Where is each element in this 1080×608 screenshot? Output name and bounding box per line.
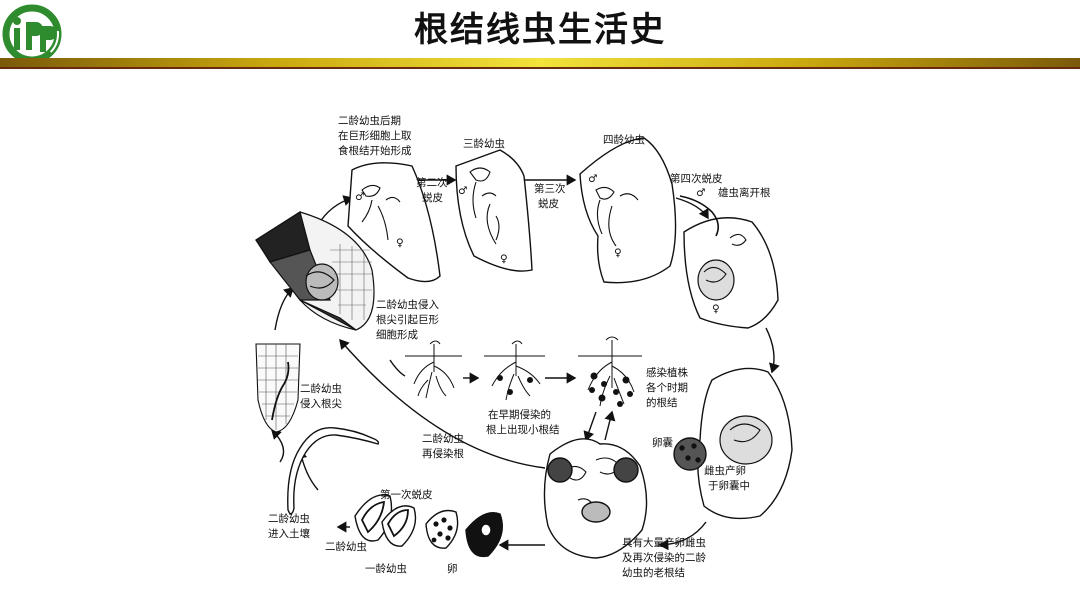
old-root-gall (543, 438, 648, 559)
gall-cell-female-egg-sac (673, 367, 793, 520)
female-symbol: ♀ (712, 303, 720, 315)
j2-in-soil (287, 426, 380, 515)
label-j1: 一龄幼虫 (365, 562, 407, 575)
male-symbol: ♂ (355, 191, 364, 203)
label-j2-soil: 二龄幼虫进入土壤 (268, 512, 310, 540)
title-divider-bar (0, 58, 1080, 67)
label-j3: 三龄幼虫 (463, 137, 505, 150)
female-symbol: ♀ (500, 253, 508, 265)
label-reinfect: 二龄幼虫再侵染根 (422, 432, 464, 460)
egg (465, 512, 503, 558)
label-male-leave: 雄虫离开根 (718, 186, 771, 199)
plant-early-roots (405, 340, 462, 399)
label-molt1: 第一次蜕皮 (380, 488, 433, 501)
plant-small-galls (484, 340, 545, 401)
label-early-infect: 在早期侵染的根上出现小根结 (486, 408, 560, 436)
label-j2-enter-tip: 二龄幼虫侵入根尖 (300, 382, 342, 410)
header: 根结线虫生活史 (0, 0, 1080, 70)
label-old-gall: 具有大量产卵雌虫及再次侵染的二龄幼虫的老根结 (622, 536, 706, 579)
male-symbol: ♂ (696, 187, 705, 199)
female-symbol: ♀ (396, 237, 404, 249)
page-title: 根结线虫生活史 (414, 10, 666, 50)
male-symbol: ♂ (458, 185, 467, 197)
label-egg: 卵 (447, 563, 458, 575)
label-molt4: 第四次蜕皮 (670, 172, 723, 185)
gall-cell-j4 (579, 137, 677, 284)
label-j2: 二龄幼虫 (325, 540, 367, 553)
title-divider-line (0, 67, 1080, 69)
male-symbol: ♂ (588, 173, 597, 185)
label-female-egg: 雌虫产卵于卵囊中 (704, 464, 750, 492)
label-j2-late: 二龄幼虫后期在巨形细胞上取食根结开始形成 (338, 114, 412, 157)
egg-j1 (425, 509, 459, 549)
label-j4: 四龄幼虫 (603, 133, 645, 146)
label-egg-sac: 卵囊 (652, 436, 673, 449)
female-symbol: ♀ (614, 247, 622, 259)
gall-cell-j3 (455, 149, 533, 272)
label-j2-invade-tip: 二龄幼虫侵入根尖引起巨形细胞形成 (376, 298, 439, 341)
gall-cell-male-leaving (679, 195, 779, 329)
plant-heavy-galls (578, 336, 642, 407)
label-molt2: 第二次蜕皮 (416, 176, 448, 204)
label-infected-plant: 感染植株各个时期的根结 (646, 366, 688, 409)
diagram-labels: 二龄幼虫后期在巨形细胞上取食根结开始形成 三龄幼虫 四龄幼虫 第二次蜕皮 第三次… (268, 114, 771, 579)
gall-cell-j2-late (347, 162, 441, 283)
root-tip-entering (255, 343, 301, 433)
root-tip-invaded (255, 211, 375, 331)
label-molt3: 第三次蜕皮 (534, 182, 566, 210)
egg-j2-coiled (381, 505, 417, 547)
